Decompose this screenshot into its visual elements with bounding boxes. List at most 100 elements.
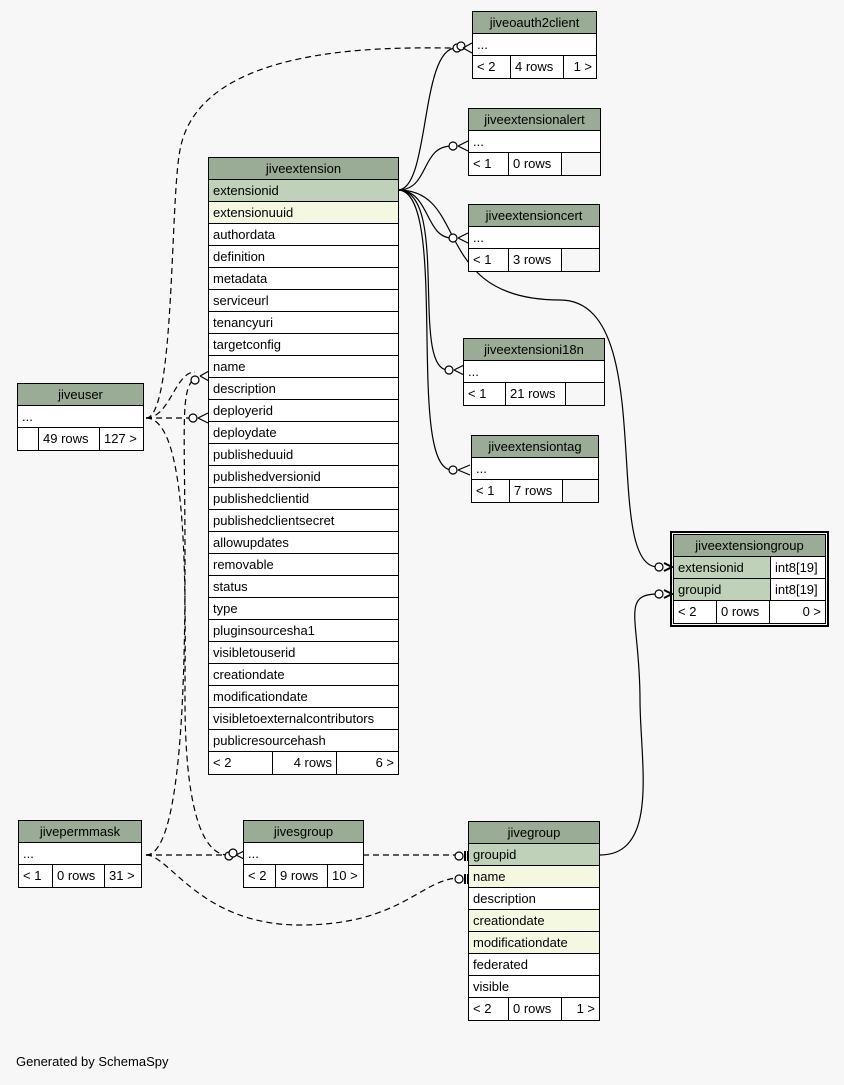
- table-jiveextensiongroup[interactable]: jiveextensiongroup extensionid int8[19] …: [670, 531, 829, 627]
- table-jiveextensiontag[interactable]: jiveextensiontag ... < 1 7 rows: [471, 435, 599, 503]
- table-footer: < 1 0 rows: [469, 153, 600, 175]
- marker-alert: [448, 141, 458, 151]
- child-count: 127 >: [104, 431, 137, 446]
- parent-count: < 1: [469, 249, 509, 271]
- column-status: status: [209, 576, 398, 598]
- table-header: jiveuser: [18, 384, 143, 406]
- marker-group-groupid: [454, 851, 464, 861]
- row-count: 0 rows: [53, 865, 105, 887]
- row-count: 3 rows: [509, 249, 562, 271]
- column-description: description: [469, 888, 599, 910]
- table-footer: < 2 0 rows 0 >: [674, 601, 825, 623]
- table-footer: < 2 4 rows 6 >: [209, 752, 398, 774]
- marker-i18n: [444, 365, 454, 375]
- table-header: jiveextensioncert: [469, 205, 599, 227]
- row-count: 0 rows: [509, 998, 562, 1020]
- table-jiveextensionalert[interactable]: jiveextensionalert ... < 1 0 rows: [468, 108, 601, 176]
- row-count: 0 rows: [509, 153, 562, 175]
- column-authordata: authordata: [209, 224, 398, 246]
- child-count: [563, 480, 598, 502]
- table-row: ...: [244, 843, 363, 865]
- column-modificationdate: modificationdate: [209, 686, 398, 708]
- column-type: int8[19]: [770, 579, 825, 600]
- marker-extgroup-extensionid: [654, 562, 664, 572]
- table-jivegroup[interactable]: jivegroup groupid name description creat…: [468, 821, 600, 1021]
- table-jiveuser[interactable]: jiveuser ... 49 rows 127 >: [17, 383, 144, 451]
- column-pluginsourcesha1: pluginsourcesha1: [209, 620, 398, 642]
- child-count: 31 >: [109, 868, 135, 883]
- table-footer: < 2 4 rows 1 >: [473, 56, 596, 78]
- child-count: 6 >: [375, 755, 394, 770]
- column-federated: federated: [469, 954, 599, 976]
- row-count: 21 rows: [506, 383, 566, 405]
- edge-permmask-extension-name: [145, 377, 196, 856]
- column-metadata: metadata: [209, 268, 398, 290]
- column-removable: removable: [209, 554, 398, 576]
- column-extensionuuid: extensionuuid: [209, 202, 398, 224]
- table-header: jiveextensionalert: [469, 109, 600, 131]
- table-row: ...: [469, 227, 599, 249]
- column-deploydate: deploydate: [209, 422, 398, 444]
- table-header: jiveextension: [209, 158, 398, 180]
- row-count: 49 rows: [39, 428, 100, 450]
- column-publishedclientid: publishedclientid: [209, 488, 398, 510]
- column-publicresourcehash: publicresourcehash: [209, 730, 398, 752]
- table-header: jiveextensiongroup: [674, 535, 825, 557]
- row-count: 4 rows: [273, 752, 337, 774]
- child-count: 1 >: [573, 59, 592, 74]
- edge-group-extensiongroup: [599, 593, 659, 856]
- column-definition: definition: [209, 246, 398, 268]
- marker-sgroup-b: [228, 848, 238, 858]
- table-footer: 49 rows 127 >: [18, 428, 143, 450]
- table-footer: < 2 0 rows 1 >: [469, 998, 599, 1020]
- column-groupid: groupid int8[19]: [674, 579, 825, 601]
- column-description: description: [209, 378, 398, 400]
- table-jivesgroup[interactable]: jivesgroup ... < 2 9 rows 10 >: [243, 820, 364, 888]
- row-count: 4 rows: [511, 56, 564, 78]
- column-groupid: groupid: [469, 844, 599, 866]
- column-publishedclientsecret: publishedclientsecret: [209, 510, 398, 532]
- table-footer: < 1 0 rows 31 >: [19, 865, 141, 887]
- child-count: 0 >: [802, 604, 821, 619]
- table-jiveoauth2client[interactable]: jiveoauth2client ... < 2 4 rows 1 >: [472, 11, 597, 79]
- edge-extension-alert: [397, 145, 453, 191]
- table-header: jivegroup: [469, 822, 599, 844]
- table-footer: < 1 21 rows: [464, 383, 604, 405]
- table-header: jiveextensioni18n: [464, 339, 604, 361]
- table-jiveextensioni18n[interactable]: jiveextensioni18n ... < 1 21 rows: [463, 338, 605, 406]
- parent-count: < 1: [472, 480, 510, 502]
- table-footer: < 1 3 rows: [469, 249, 599, 271]
- table-jivepermmask[interactable]: jivepermmask ... < 1 0 rows 31 >: [18, 820, 142, 888]
- column-visible: visible: [469, 976, 599, 998]
- table-footer: < 2 9 rows 10 >: [244, 865, 363, 887]
- column-publisheduuid: publisheduuid: [209, 444, 398, 466]
- column-visibletouserid: visibletouserid: [209, 642, 398, 664]
- parent-count: < 2: [469, 998, 509, 1020]
- column-serviceurl: serviceurl: [209, 290, 398, 312]
- row-count: 0 rows: [717, 601, 770, 623]
- table-row: ...: [473, 34, 596, 56]
- column-extensionid: extensionid: [209, 180, 398, 202]
- table-jiveextensioncert[interactable]: jiveextensioncert ... < 1 3 rows: [468, 204, 600, 272]
- edge-extension-tag: [397, 189, 453, 471]
- table-jiveextension[interactable]: jiveextension extensionid extensionuuid …: [208, 157, 399, 775]
- column-extensionid: extensionid int8[19]: [674, 557, 825, 579]
- parent-count: < 2: [209, 752, 273, 774]
- child-count: [562, 153, 600, 175]
- column-name: extensionid: [678, 560, 744, 575]
- marker-ext-name: [190, 375, 200, 385]
- parent-count: < 1: [464, 383, 506, 405]
- table-header: jivesgroup: [244, 821, 363, 843]
- table-header: jiveextensiontag: [472, 436, 598, 458]
- column-targetconfig: targetconfig: [209, 334, 398, 356]
- marker-ext-deployerid: [188, 413, 198, 423]
- column-visibletoexternalcontributors: visibletoexternalcontributors: [209, 708, 398, 730]
- child-count: 10 >: [332, 868, 358, 883]
- parent-count: [18, 428, 39, 450]
- table-footer: < 1 7 rows: [472, 480, 598, 502]
- column-publishedversionid: publishedversionid: [209, 466, 398, 488]
- column-tenancyuri: tenancyuri: [209, 312, 398, 334]
- edge-extension-extensiongroup: [397, 189, 659, 568]
- marker-extgroup-groupid: [654, 589, 664, 599]
